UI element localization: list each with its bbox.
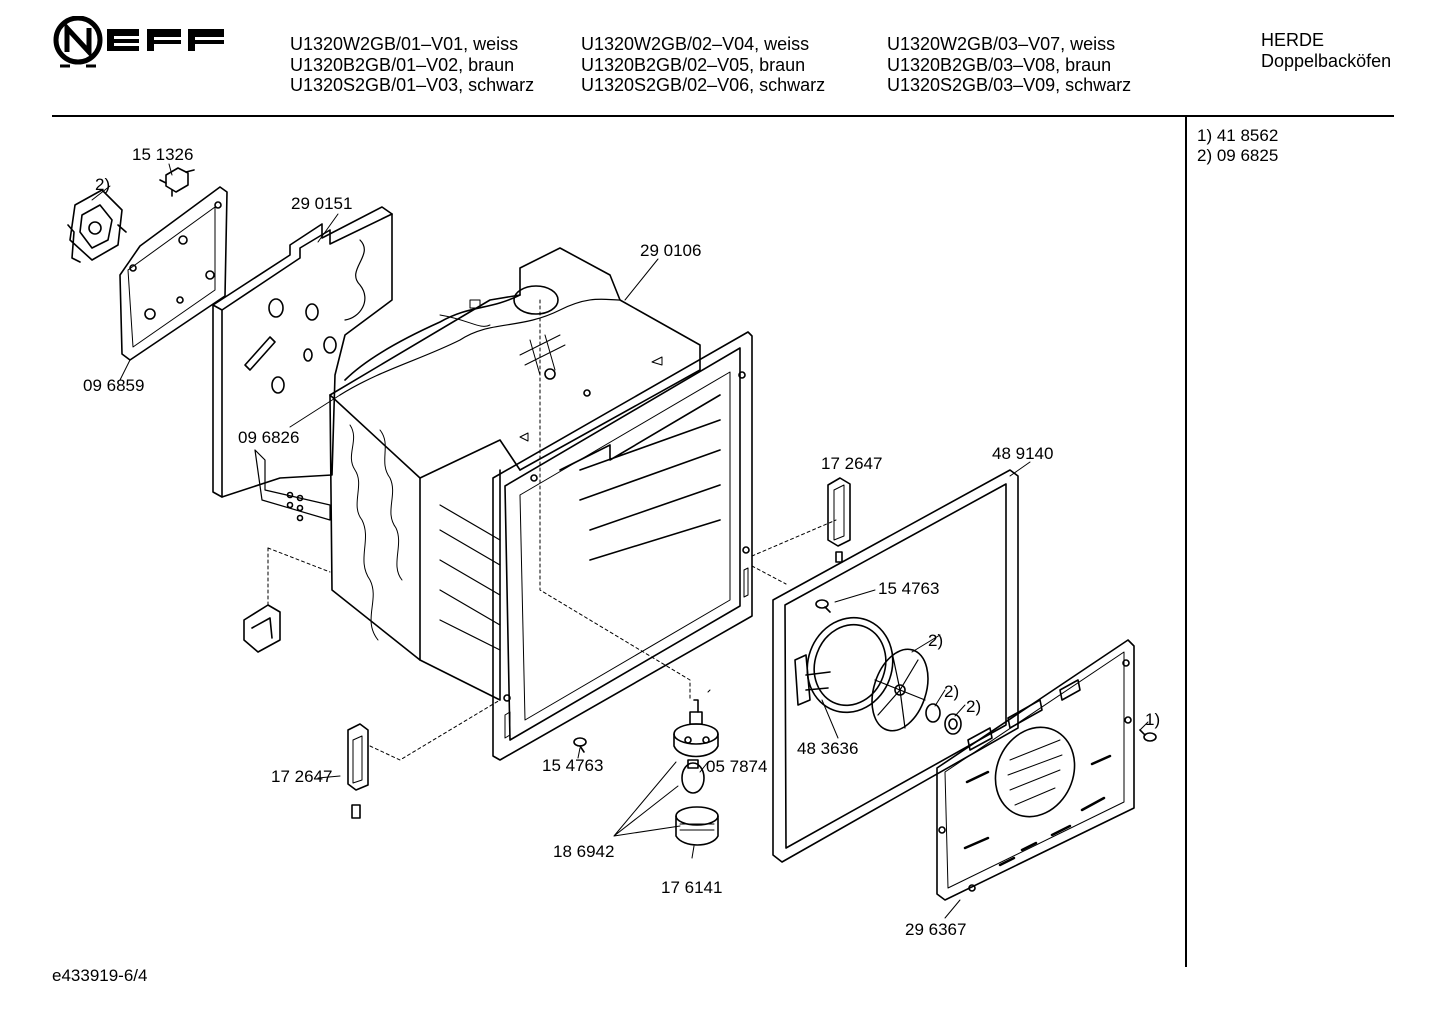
mounting-clip (243, 604, 281, 653)
part-label: 17 2647 (271, 767, 333, 786)
part-label: 29 6367 (905, 920, 967, 939)
leader-lines (91, 163, 1149, 919)
oven-cavity (329, 247, 721, 701)
part-label: 48 9140 (992, 444, 1054, 463)
model-line: U1320B2GB/01–V02, braun (290, 54, 515, 75)
part-label: 05 7874 (706, 757, 768, 776)
model-line: U1320S2GB/01–V03, schwarz (290, 75, 535, 95)
part-label: 17 6141 (661, 878, 723, 897)
footnote: 2) 09 6825 (1197, 146, 1279, 165)
part-label: 17 2647 (821, 454, 883, 473)
header-divider (52, 115, 1394, 117)
footnotes: 1) 41 8562 2) 09 6825 (1197, 126, 1278, 166)
back-plate (119, 186, 228, 361)
model-line: U1320B2GB/02–V05, braun (581, 54, 806, 75)
footnote-marker: 2) (966, 697, 982, 716)
model-list-col1: U1320W2GB/01–V01, weiss U1320B2GB/01–V02… (290, 34, 534, 96)
part-label: 09 6826 (238, 428, 300, 447)
model-line: U1320B2GB/03–V08, braun (887, 54, 1112, 75)
insulation-panel (212, 206, 393, 522)
model-line: U1320S2GB/03–V09, schwarz (887, 75, 1132, 95)
part-label: 48 3636 (797, 739, 859, 758)
part-label: 15 1326 (132, 145, 194, 164)
hinge-bracket-left (347, 723, 369, 819)
part-label: 18 6942 (553, 842, 615, 861)
model-line: U1320S2GB/02–V06, schwarz (581, 75, 826, 95)
category-line: Doppelbacköfen (1261, 50, 1392, 71)
exploded-diagram (67, 163, 1157, 919)
document-id: e433919-6/4 (52, 966, 148, 985)
notes-divider (1185, 117, 1187, 967)
part-label: 15 4763 (878, 579, 940, 598)
lamp-assembly (673, 699, 719, 846)
neff-logo (53, 16, 224, 68)
footnote-marker: 2) (95, 175, 111, 194)
category: HERDE Doppelbacköfen (1261, 30, 1391, 71)
door-seal (772, 469, 1019, 863)
model-line: U1320W2GB/03–V07, weiss (887, 34, 1116, 54)
washer-nut (925, 703, 962, 735)
hinge-bracket-right (827, 477, 851, 563)
part-label: 29 0106 (640, 241, 702, 260)
part-label: 15 4763 (542, 756, 604, 775)
fan-wheel (871, 648, 929, 732)
model-list-col2: U1320W2GB/02–V04, weiss U1320B2GB/02–V05… (581, 34, 825, 96)
model-list-col3: U1320W2GB/03–V07, weiss U1320B2GB/03–V08… (887, 34, 1131, 96)
footnote: 1) 41 8562 (1197, 126, 1279, 145)
category-line: HERDE (1261, 30, 1325, 50)
fan-cover (936, 639, 1135, 901)
part-label: 09 6859 (83, 376, 145, 395)
model-line: U1320W2GB/01–V01, weiss (290, 34, 519, 54)
footnote-marker: 2) (944, 682, 960, 701)
footnote-marker: 2) (928, 631, 944, 650)
footnote-marker: 1) (1145, 710, 1161, 729)
heating-element (794, 616, 894, 714)
assembly-guides (267, 299, 837, 761)
selector-switch (67, 189, 127, 263)
front-frame (492, 331, 753, 761)
screw (573, 599, 1157, 753)
connector (159, 167, 195, 197)
part-label: 29 0151 (291, 194, 353, 213)
model-line: U1320W2GB/02–V04, weiss (581, 34, 810, 54)
